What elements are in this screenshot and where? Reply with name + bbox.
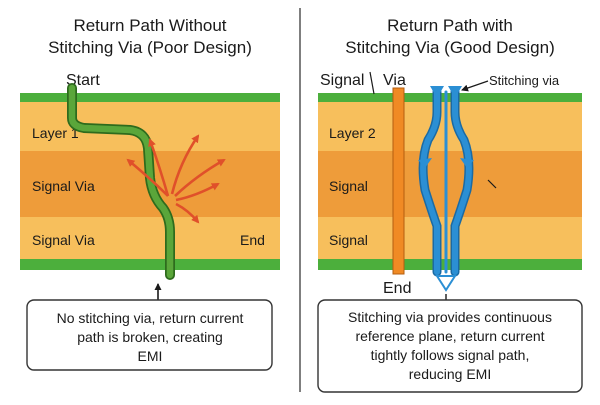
right-top-copper-plane [318, 93, 582, 102]
left-top-copper-plane [20, 93, 280, 102]
emi-arrow [126, 158, 169, 197]
right-layer2-label: Signal [329, 178, 368, 194]
right-panel: Return Path with Stitching Via (Good Des… [317, 16, 583, 393]
emi-radiation-arrows [126, 134, 226, 224]
right-caption-box [317, 299, 583, 393]
right-end-label: End [383, 280, 411, 297]
return-arrow-top-left [430, 86, 444, 98]
right-caption-line3: tightly follows signal path, [371, 347, 530, 363]
left-end-label: End [240, 232, 265, 248]
right-caption-line2: reference plane, return current [355, 328, 544, 344]
right-layer3-label: Signal [329, 232, 368, 248]
emi-arrow [174, 158, 226, 197]
signal-via-barrel [392, 87, 405, 275]
right-signal-layer [318, 151, 582, 217]
right-title-line2: Stitching Via (Good Design) [345, 38, 554, 57]
left-signal-trace [68, 84, 174, 279]
return-arrow-bottom [435, 275, 457, 292]
return-arrow-mid-left [418, 158, 432, 168]
left-layer2-label: Signal Via [32, 178, 95, 194]
right-title-line1: Return Path with [387, 16, 513, 35]
right-caption-line1: Stitching via provides continuous [348, 309, 552, 325]
right-inner-pointer [487, 179, 497, 189]
return-arrow-mid-right [460, 158, 474, 168]
left-layer1-label: Layer 1 [32, 125, 79, 141]
left-title-line1: Return Path Without [73, 16, 226, 35]
return-arrow-top-right [448, 86, 462, 98]
right-stitching-label: Stitching via [489, 73, 560, 88]
emi-arrow [175, 202, 200, 224]
left-title-line2: Stitching Via (Poor Design) [48, 38, 252, 57]
left-bottom-copper-plane [20, 259, 280, 270]
left-panel: Return Path Without Stitching Via (Poor … [20, 16, 280, 371]
emi-arrow [175, 182, 220, 202]
emi-arrow [148, 138, 170, 197]
right-via-label: Via [383, 72, 406, 89]
right-signal-label: Signal [320, 72, 364, 89]
left-caption-box [26, 299, 273, 371]
left-layer3-label: Signal Via [32, 232, 95, 248]
left-caption-line2: path is broken, creating [77, 329, 223, 345]
left-caption-line3: EMI [138, 348, 163, 364]
right-layer1-label: Layer 2 [329, 125, 376, 141]
right-caption-line4: reducing EMI [409, 366, 491, 382]
right-bottom-copper-plane [318, 259, 582, 270]
right-stitching-pointer [461, 80, 489, 92]
left-caption-line1: No stitching via, return current [57, 310, 244, 326]
emi-arrow [170, 134, 200, 195]
right-signal-leader [369, 71, 375, 95]
